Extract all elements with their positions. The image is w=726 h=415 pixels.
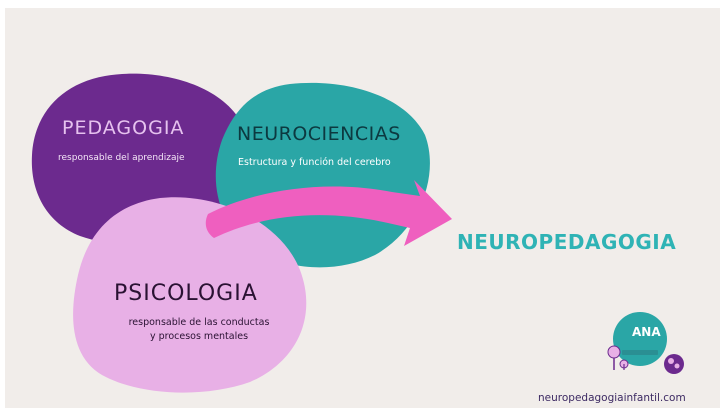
logo-circle <box>613 312 667 366</box>
pedagogia-title: PEDAGOGIA <box>62 117 185 139</box>
neuropedagogia-title: NEUROPEDAGOGIA <box>457 230 677 254</box>
ana-logo <box>607 312 684 374</box>
logo-brain-icon <box>664 354 684 374</box>
psicologia-subtitle-line1: responsable de las conductas <box>128 317 270 328</box>
logo-text: ANA <box>632 325 661 339</box>
psicologia-blob <box>73 197 307 393</box>
logo-banner <box>622 350 658 355</box>
merge-arrow <box>205 180 452 246</box>
neurociencias-blob <box>215 82 430 268</box>
psicologia-subtitle: responsable de las conductas y procesos … <box>100 316 298 344</box>
psicologia-subtitle-line2: y procesos mentales <box>149 331 249 342</box>
neurociencias-title: NEUROCIENCIAS <box>237 123 401 145</box>
neurociencias-subtitle: Estructura y función del cerebro <box>238 157 391 168</box>
pedagogia-subtitle: responsable del aprendizaje <box>58 153 185 163</box>
website-url[interactable]: neuropedagogiainfantil.com <box>538 392 686 404</box>
logo-tree-icon <box>607 345 629 370</box>
psicologia-title: PSICOLOGIA <box>114 281 258 306</box>
